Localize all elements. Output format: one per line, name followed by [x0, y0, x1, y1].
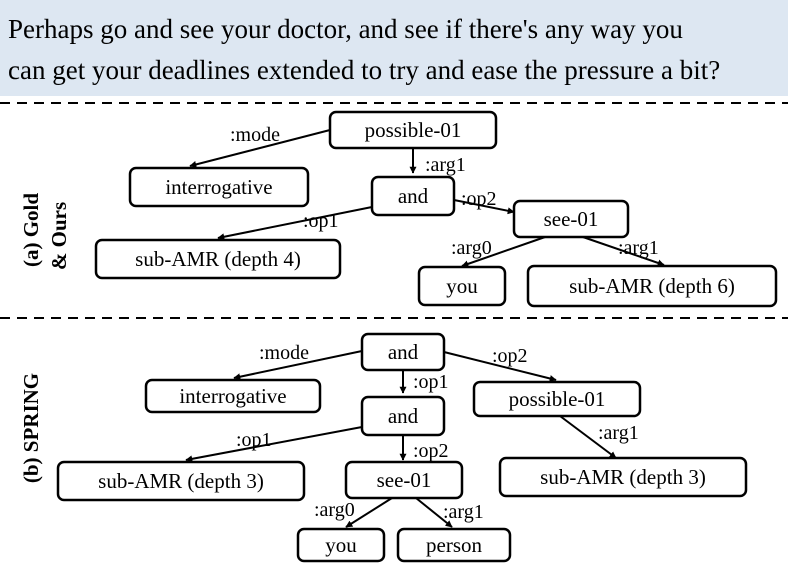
- node-b-you: you: [296, 527, 386, 563]
- edge-label-op1: :op1: [303, 210, 339, 232]
- edge-label-arg0: :arg0: [451, 237, 492, 259]
- edge-label-mode: :mode: [230, 124, 280, 146]
- edge-b-op1-mid: [185, 426, 363, 463]
- svg-text:sub-AMR (depth 3): sub-AMR (depth 3): [540, 465, 706, 489]
- panel-a: (a) Gold & Ours :mode :arg1 :op2 :op1 :a…: [19, 110, 778, 308]
- edge-label-b-arg0: :arg0: [314, 499, 355, 521]
- node-b-sub-amr-left: sub-AMR (depth 3): [56, 460, 306, 502]
- node-sub-amr-depth-4: sub-AMR (depth 4): [94, 238, 342, 280]
- node-b-interrogative: interrogative: [144, 378, 322, 414]
- edge-b-arg1-see: [415, 497, 453, 528]
- node-you: you: [417, 265, 507, 307]
- svg-text:you: you: [325, 533, 357, 557]
- edge-label-b-arg1-see: :arg1: [443, 501, 484, 523]
- edge-mode: [189, 129, 331, 168]
- svg-text:sub-AMR (depth 6): sub-AMR (depth 6): [569, 274, 735, 298]
- node-b-and-top: and: [360, 332, 446, 372]
- svg-text:possible-01: possible-01: [509, 387, 606, 411]
- edge-b-arg1-possible: [559, 415, 617, 459]
- edge-arg1-see: [579, 235, 665, 267]
- svg-text:sub-AMR (depth 3): sub-AMR (depth 3): [98, 469, 264, 493]
- svg-text:and: and: [388, 340, 419, 364]
- svg-text:see-01: see-01: [377, 468, 432, 492]
- panel-a-label-line-1: (a) Gold: [19, 193, 43, 267]
- node-see-01: see-01: [512, 199, 630, 239]
- edge-label-arg1: :arg1: [425, 154, 466, 176]
- panel-b-label: (b) SPRING: [19, 373, 43, 483]
- sentence-banner: [0, 0, 788, 96]
- edge-label-arg1-see: :arg1: [618, 237, 659, 259]
- node-b-see-01: see-01: [344, 460, 464, 500]
- edge-label-b-op2-top: :op2: [492, 345, 528, 367]
- edge-label-b-arg1-possible: :arg1: [598, 422, 639, 444]
- node-interrogative: interrogative: [128, 166, 310, 208]
- svg-text:sub-AMR (depth 4): sub-AMR (depth 4): [135, 247, 301, 271]
- panel-b: (b) SPRING :mode :op1 :op2 :arg1 :op1 :o…: [19, 332, 748, 563]
- edge-op1: [217, 206, 373, 241]
- svg-text:and: and: [388, 404, 419, 428]
- edge-label-b-op2-mid: :op2: [413, 440, 449, 462]
- svg-text:and: and: [398, 184, 429, 208]
- sentence-line-2: can get your deadlines extended to try a…: [8, 55, 720, 85]
- svg-text:interrogative: interrogative: [165, 175, 272, 199]
- node-b-and-mid: and: [360, 395, 446, 437]
- node-b-possible-01: possible-01: [472, 380, 642, 418]
- edge-b-mode: [233, 350, 363, 381]
- sentence-line-1: Perhaps go and see your doctor, and see …: [8, 14, 683, 44]
- node-b-sub-amr-right: sub-AMR (depth 3): [498, 456, 748, 498]
- node-possible-01: possible-01: [328, 110, 498, 150]
- edge-op2: [453, 199, 515, 215]
- edge-b-op2-top: [443, 351, 557, 382]
- node-b-person: person: [396, 527, 512, 563]
- edge-label-b-op1-mid: :op1: [236, 429, 272, 451]
- edge-label-b-mode: :mode: [259, 342, 309, 364]
- edge-arg0: [461, 235, 549, 268]
- svg-text:see-01: see-01: [544, 207, 599, 231]
- edge-label-op2: :op2: [461, 188, 497, 210]
- node-sub-amr-depth-6: sub-AMR (depth 6): [526, 264, 778, 308]
- svg-text:interrogative: interrogative: [179, 384, 286, 408]
- node-and: and: [370, 175, 456, 217]
- svg-text:you: you: [446, 274, 478, 298]
- edge-label-b-op1-top: :op1: [413, 371, 449, 393]
- svg-text:person: person: [426, 533, 482, 557]
- svg-text:possible-01: possible-01: [365, 118, 462, 142]
- edge-b-arg0: [345, 497, 393, 528]
- panel-a-label-line-2: & Ours: [47, 202, 71, 270]
